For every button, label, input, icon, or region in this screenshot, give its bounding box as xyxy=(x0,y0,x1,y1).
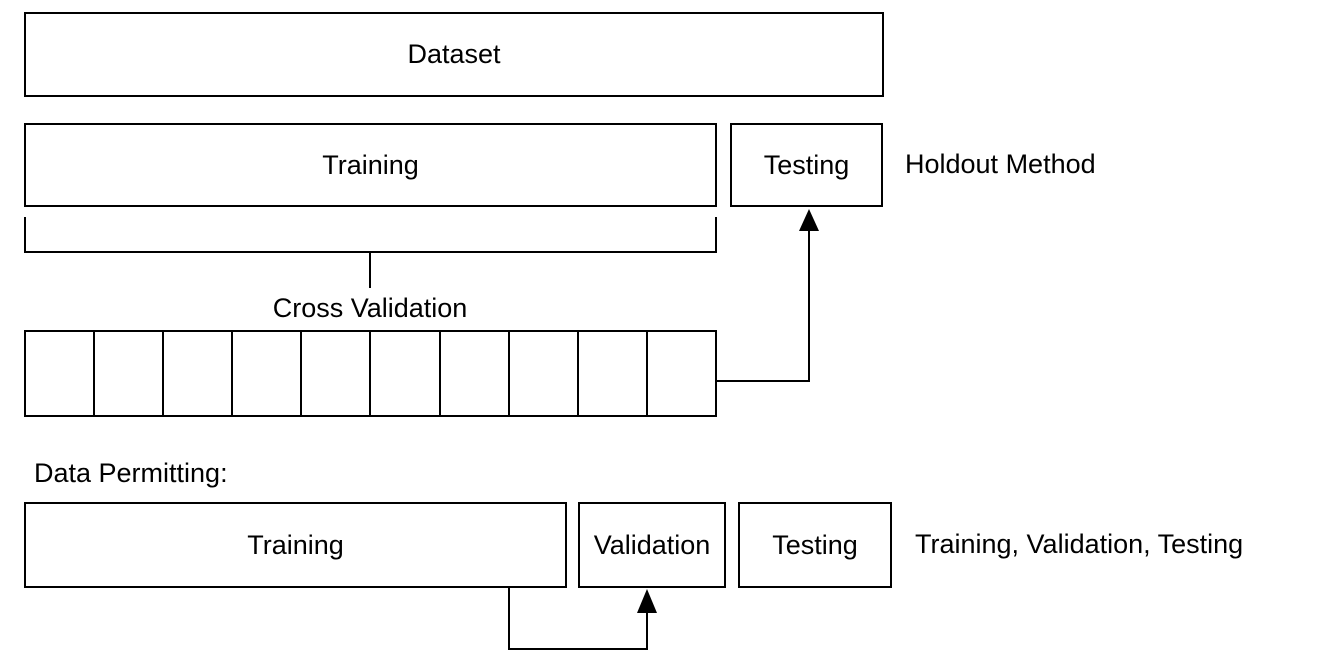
cross-validation-fold-row xyxy=(24,330,717,417)
data-permitting-validation-box: Validation xyxy=(578,502,726,588)
data-permitting-training-label: Training xyxy=(247,529,344,560)
data-permitting-training-box: Training xyxy=(24,502,567,588)
training-validation-testing-caption: Training, Validation, Testing xyxy=(915,529,1244,560)
holdout-training-box: Training xyxy=(24,123,717,207)
data-permitting-validation-label: Validation xyxy=(593,529,711,560)
fold-cell xyxy=(441,332,510,415)
fold-cell xyxy=(371,332,441,415)
holdout-training-label: Training xyxy=(322,149,419,180)
fold-cell xyxy=(579,332,648,415)
holdout-method-caption: Holdout Method xyxy=(905,149,1096,180)
fold-cell xyxy=(510,332,579,415)
arrow-up-icon xyxy=(799,209,819,231)
holdout-testing-label: Testing xyxy=(763,149,850,180)
cross-validation-to-testing-connector xyxy=(717,209,819,382)
dataset-box: Dataset xyxy=(24,12,884,97)
fold-cell xyxy=(233,332,303,415)
holdout-testing-box: Testing xyxy=(730,123,883,207)
data-permitting-heading: Data Permitting: xyxy=(34,458,228,488)
data-permitting-testing-box: Testing xyxy=(738,502,892,588)
training-to-validation-connector xyxy=(508,588,657,650)
fold-cell xyxy=(95,332,165,415)
fold-cell xyxy=(302,332,372,415)
fold-cell xyxy=(164,332,234,415)
data-permitting-testing-label: Testing xyxy=(772,529,858,560)
fold-cell xyxy=(26,332,96,415)
dataset-label: Dataset xyxy=(407,39,501,69)
cross-validation-label: Cross Validation xyxy=(272,293,468,323)
arrow-up-icon xyxy=(637,589,657,613)
fold-cell xyxy=(648,332,715,415)
training-bracket-connector xyxy=(24,217,717,288)
